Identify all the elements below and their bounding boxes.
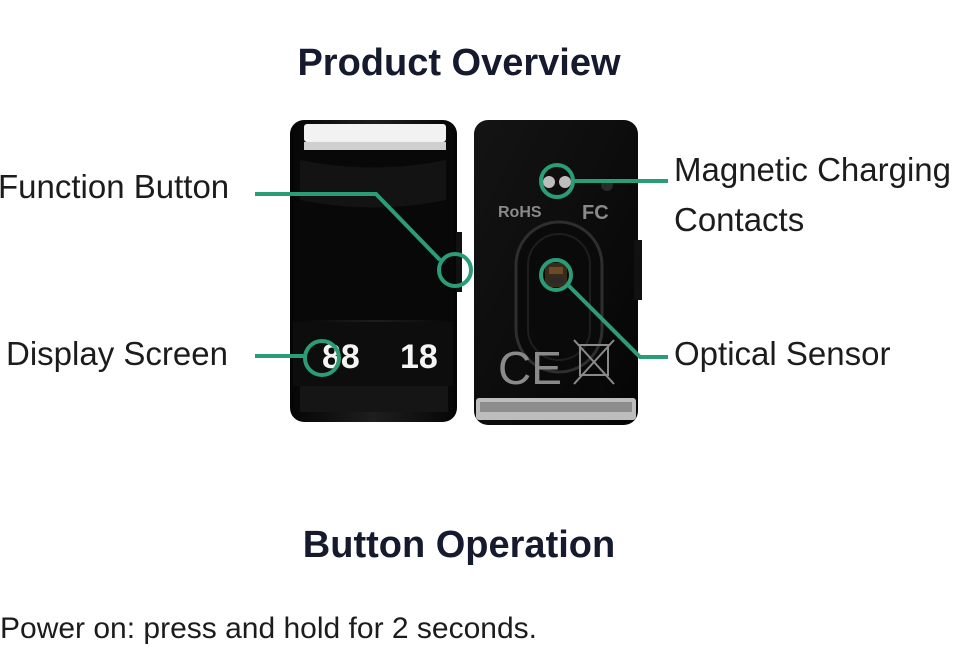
optical-sensor-marker (539, 258, 573, 292)
optical-sensor-label: Optical Sensor (674, 335, 891, 372)
function-button-marker (437, 252, 473, 288)
rohs-mark: RoHS (498, 204, 542, 221)
weee-bin-icon (573, 339, 615, 385)
magnetic-charging-label: Magnetic Charging (674, 151, 951, 188)
product-overview-heading: Product Overview (297, 42, 621, 84)
magnetic-charging-label-line2: Contacts (674, 201, 805, 238)
button-operation-heading: Button Operation (302, 524, 616, 566)
function-button-key (456, 232, 462, 292)
optical-sensor-callout (565, 282, 668, 359)
device-front (290, 120, 457, 422)
fc-mark: FC (582, 202, 609, 224)
function-button-callout (255, 192, 442, 262)
magnetic-charging-marker (539, 163, 575, 199)
function-button-label: Function Button (0, 168, 230, 205)
ce-mark: CE (498, 342, 562, 394)
callout-lines (255, 163, 668, 377)
power-on-instruction: Power on: press and hold for 2 seconds. (0, 612, 537, 645)
device-back (474, 120, 642, 425)
display-screen-marker (303, 339, 341, 377)
display-screen-label: Display Screen (6, 335, 228, 372)
display-digits-right: 18 (400, 338, 438, 376)
